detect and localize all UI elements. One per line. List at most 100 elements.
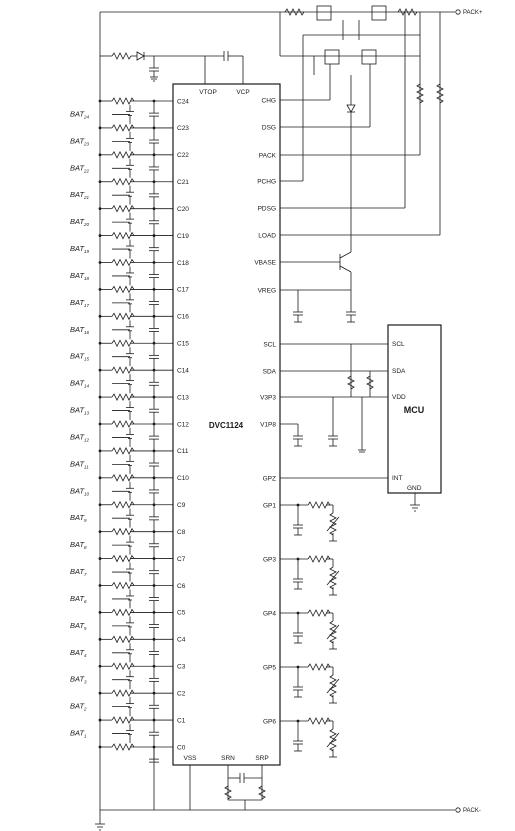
resistor: [111, 393, 135, 401]
battery-label-sub: 5: [84, 626, 87, 631]
thermistor: [329, 674, 337, 698]
mcu-pin-int: INT: [392, 475, 403, 482]
thermistor: [329, 566, 337, 590]
battery-label-12: BAT12: [70, 432, 90, 442]
junction-dot: [98, 180, 102, 184]
junction-dot: [98, 207, 102, 211]
junction-dot: [98, 234, 102, 237]
junction-dot: [152, 530, 156, 534]
junction-dot: [152, 637, 156, 641]
resistor: [111, 420, 135, 428]
pin-c15: C15: [177, 341, 189, 348]
pin-vcp: VCP: [236, 89, 249, 96]
junction-dot: [98, 584, 102, 587]
resistor: [307, 555, 331, 563]
battery-label-sub: 19: [84, 249, 90, 254]
pin-c0: C0: [177, 744, 186, 751]
battery-label-sub: 6: [84, 599, 87, 604]
battery-labels: BAT24BAT23BAT22BAT21BAT20BAT19BAT18BAT17…: [70, 109, 90, 738]
battery-label-sub: 12: [84, 437, 90, 442]
battery-label-16: BAT16: [70, 325, 90, 335]
junction-dot: [98, 449, 102, 453]
resistor: [111, 527, 135, 536]
battery-label-sub: 13: [84, 411, 90, 416]
battery-label-sub: 11: [84, 464, 89, 469]
junction-dot: [152, 611, 156, 614]
resistor: [111, 366, 135, 375]
mcu-pin-gnd: GND: [407, 485, 422, 492]
battery-label-sub: 23: [83, 141, 90, 146]
battery-label-17: BAT17: [70, 298, 90, 308]
battery-label-22: BAT22: [70, 163, 90, 173]
resistor: [111, 204, 135, 213]
battery-label-13: BAT13: [70, 406, 90, 416]
pin-gp3: GP3: [263, 556, 276, 563]
resistor: [111, 150, 135, 159]
cell-filter-ladder: [98, 97, 173, 763]
resistor: [111, 608, 135, 617]
resistor: [307, 501, 331, 509]
pin-srn: SRN: [221, 755, 235, 762]
resistor: [111, 285, 135, 294]
pin-vreg: VREG: [258, 287, 276, 294]
battery-label-4: BAT4: [70, 648, 87, 658]
pin-chg: CHG: [262, 97, 276, 104]
dvc1124-chip-body: [172, 83, 281, 766]
pin-c20: C20: [177, 206, 189, 213]
battery-label-sub: 14: [84, 384, 90, 389]
thermistor: [329, 620, 337, 644]
junction-dot: [98, 422, 102, 426]
battery-label-7: BAT7: [70, 567, 87, 577]
battery-label-2: BAT2: [70, 702, 87, 712]
pin-vbase: VBASE: [254, 259, 276, 266]
battery-label-1: BAT1: [70, 729, 87, 739]
junction-dot: [98, 476, 102, 480]
mcu-name: MCU: [404, 405, 425, 415]
resistor: [111, 635, 135, 644]
pin-v1p8: V1P8: [260, 421, 276, 428]
junction-dot: [98, 530, 102, 534]
resistor: [111, 258, 135, 267]
mcu-pin-scl: SCL: [392, 341, 405, 348]
junction-dot: [98, 368, 102, 372]
pin-gp1: GP1: [263, 502, 276, 509]
battery-label-sub: 22: [83, 168, 90, 173]
pin-c2: C2: [177, 690, 186, 697]
junction-dot: [98, 261, 102, 264]
pin-c16: C16: [177, 314, 189, 321]
pin-dsg: DSG: [262, 124, 276, 131]
battery-label-11: BAT11: [70, 459, 89, 469]
pin-c7: C7: [177, 556, 186, 563]
resistor: [307, 609, 331, 617]
battery-label-sub: 21: [83, 195, 90, 200]
junction-dot: [98, 126, 102, 130]
thermistor-arrow: [326, 516, 340, 532]
thermistor-arrow: [326, 624, 340, 640]
resistor: [111, 662, 135, 671]
junction-dot: [98, 557, 102, 560]
battery-label-21: BAT21: [70, 190, 90, 200]
battery-label-5: BAT5: [70, 621, 87, 631]
pin-gp5: GP5: [263, 664, 276, 671]
battery-label-sub: 18: [84, 276, 90, 281]
pin-v3p3: V3P3: [260, 394, 276, 401]
junction-dot: [98, 99, 102, 103]
pin-pdsg: PDSG: [258, 205, 276, 212]
pin-c17: C17: [177, 287, 189, 294]
chip-name: DVC1124: [209, 421, 244, 430]
resistor: [111, 231, 135, 240]
battery-label-sub: 10: [84, 491, 90, 496]
battery-label-sub: 4: [84, 653, 87, 658]
pin-c11: C11: [177, 448, 189, 455]
pin-c8: C8: [177, 529, 186, 536]
resistor: [307, 663, 331, 671]
pin-scl: SCL: [263, 341, 276, 348]
battery-label-24: BAT24: [70, 109, 90, 119]
pin-c19: C19: [177, 233, 189, 240]
pin-c9: C9: [177, 502, 186, 509]
battery-label-18: BAT18: [70, 271, 90, 281]
junction-dot: [98, 153, 102, 157]
battery-label-19: BAT19: [70, 244, 90, 254]
pack-plus-label: PACK+: [463, 10, 483, 16]
resistor: [111, 473, 135, 482]
